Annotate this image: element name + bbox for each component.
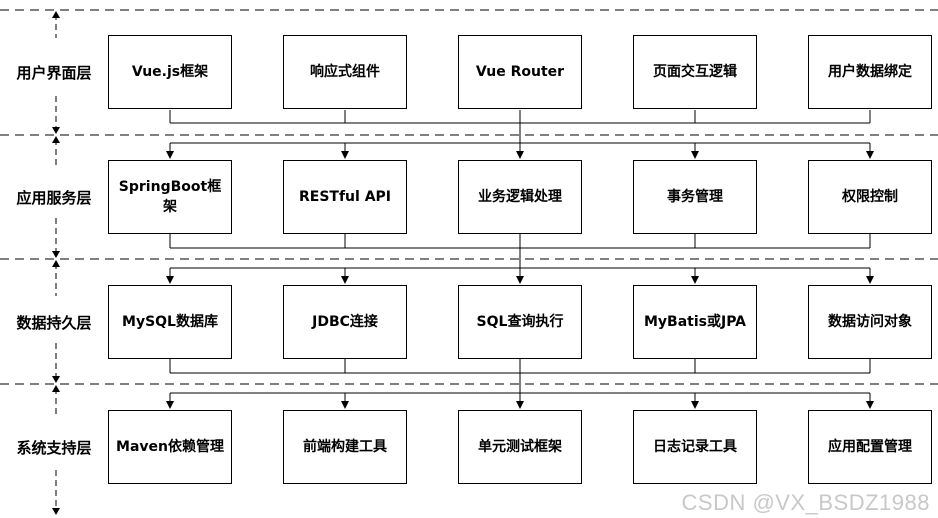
box-frontend-build: 前端构建工具 xyxy=(283,410,407,484)
box-app-config: 应用配置管理 xyxy=(808,410,932,484)
box-unit-test: 单元测试框架 xyxy=(458,410,582,484)
layer-label-ui: 用户界面层 xyxy=(16,64,92,82)
box-reactive-components: 响应式组件 xyxy=(283,35,407,109)
box-dao: 数据访问对象 xyxy=(808,285,932,359)
box-business-logic: 业务逻辑处理 xyxy=(458,160,582,234)
box-vuejs-framework: Vue.js框架 xyxy=(108,35,232,109)
layer-label-service: 应用服务层 xyxy=(16,189,92,207)
box-data-binding: 用户数据绑定 xyxy=(808,35,932,109)
box-permission-control: 权限控制 xyxy=(808,160,932,234)
layer-label-persistence: 数据持久层 xyxy=(16,314,92,332)
box-vue-router: Vue Router xyxy=(458,35,582,109)
box-jdbc: JDBC连接 xyxy=(283,285,407,359)
box-mysql: MySQL数据库 xyxy=(108,285,232,359)
layer-label-support: 系统支持层 xyxy=(16,439,92,457)
box-page-interaction: 页面交互逻辑 xyxy=(633,35,757,109)
watermark: CSDN @VX_BSDZ1988 xyxy=(681,490,930,515)
box-restful-api: RESTful API xyxy=(283,160,407,234)
box-sql-query: SQL查询执行 xyxy=(458,285,582,359)
box-mybatis-jpa: MyBatis或JPA xyxy=(633,285,757,359)
box-springboot: SpringBoot框架 xyxy=(108,160,232,234)
box-transaction-mgmt: 事务管理 xyxy=(633,160,757,234)
box-logging: 日志记录工具 xyxy=(633,410,757,484)
box-maven: Maven依赖管理 xyxy=(108,410,232,484)
